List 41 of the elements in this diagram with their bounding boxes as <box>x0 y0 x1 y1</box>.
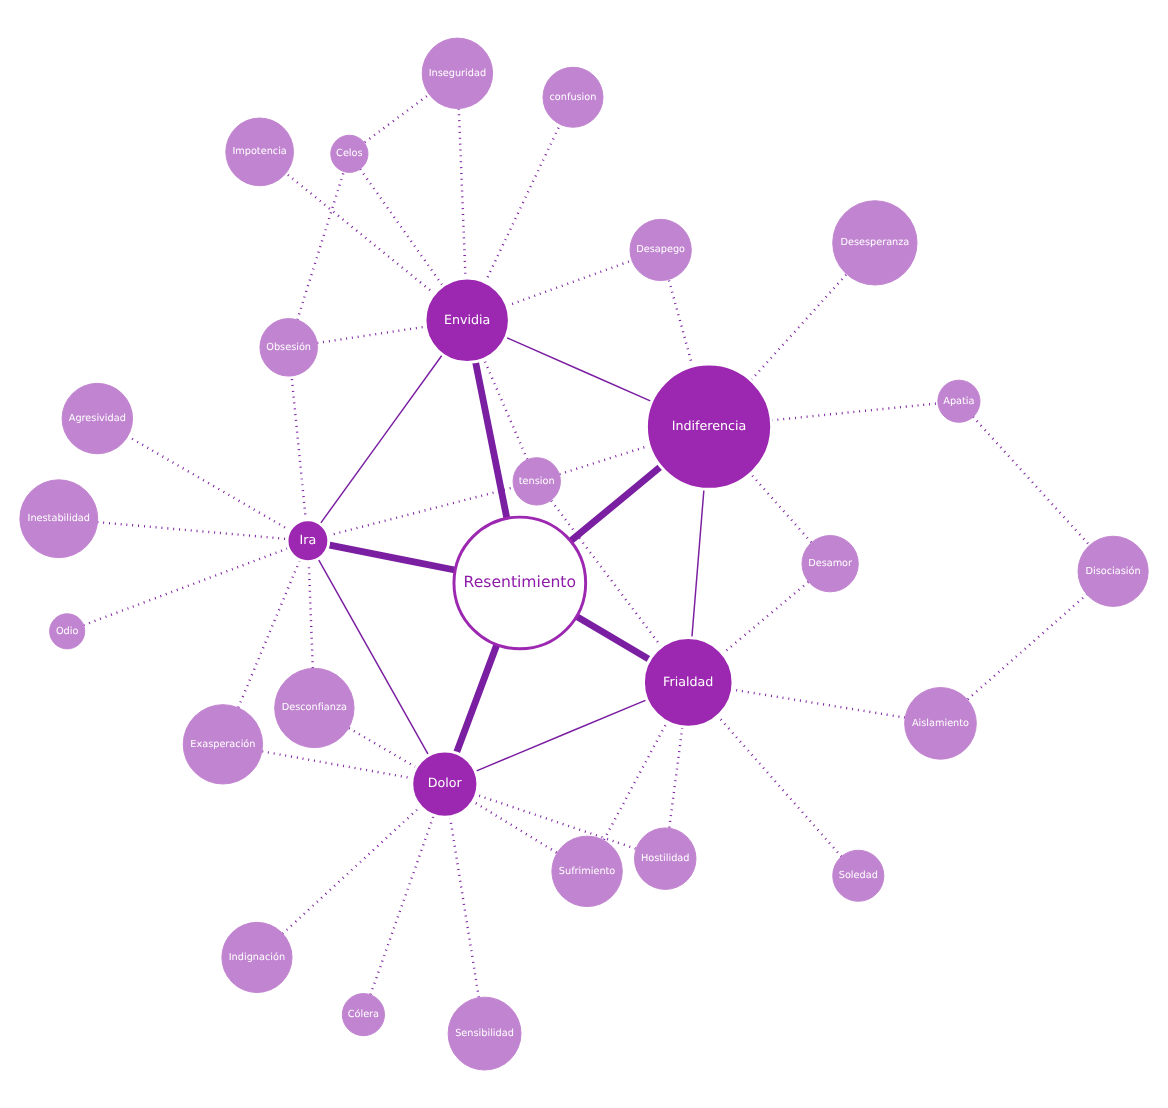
connector <box>559 444 650 476</box>
connector <box>472 800 558 854</box>
connector <box>281 805 422 935</box>
connector <box>691 488 705 639</box>
connector <box>967 593 1088 701</box>
connector <box>472 360 511 519</box>
connector <box>457 108 467 278</box>
connector <box>568 464 663 544</box>
connector <box>262 750 413 780</box>
connector <box>307 561 315 668</box>
connector <box>475 793 636 850</box>
connector <box>285 172 436 295</box>
connector <box>327 541 456 574</box>
connector <box>575 613 652 663</box>
connector <box>97 520 288 541</box>
connector <box>482 358 529 460</box>
connector <box>771 402 938 422</box>
connector <box>749 472 813 544</box>
connector <box>972 416 1091 546</box>
connector <box>484 123 562 283</box>
connector <box>83 547 289 627</box>
connector <box>348 727 417 769</box>
connector <box>317 325 426 345</box>
connector <box>474 699 648 773</box>
connector <box>359 168 444 287</box>
connector <box>602 721 669 841</box>
connector <box>364 93 430 144</box>
connector <box>505 336 653 403</box>
connector <box>722 581 810 655</box>
connector <box>506 259 633 308</box>
connector <box>716 715 843 858</box>
connector <box>750 273 848 381</box>
connector <box>369 815 435 995</box>
connector <box>550 499 663 648</box>
connector <box>317 558 430 756</box>
connector <box>296 171 345 320</box>
connector <box>319 353 444 525</box>
connector <box>453 643 500 755</box>
connector <box>732 688 906 719</box>
connector <box>127 435 291 532</box>
connector <box>667 279 694 367</box>
